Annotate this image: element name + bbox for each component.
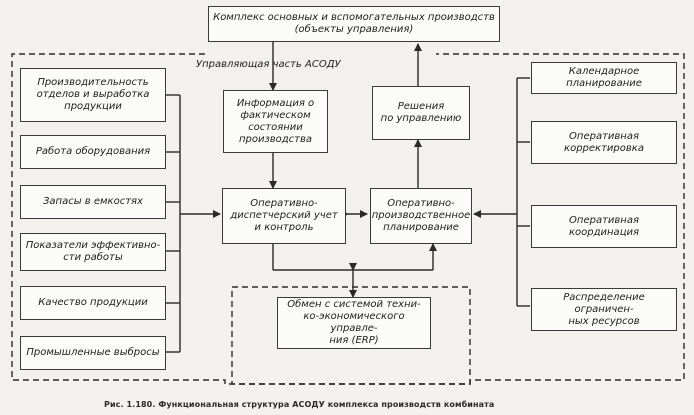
box-equipment: Работа оборудования <box>20 135 166 169</box>
box-dispatch: Оперативно- диспетчерский учет и контрол… <box>222 188 346 244</box>
box-resources: Распределение ограничен- ных ресурсов <box>531 288 677 331</box>
box-coordination: Оперативная координация <box>531 205 677 248</box>
outer-boundary <box>11 53 685 385</box>
outer-label: Управляющая часть АСОДУ <box>196 59 341 70</box>
box-calendar: Календарное планирование <box>531 62 677 94</box>
box-complex: Комплекс основных и вспомогательных прои… <box>208 6 500 42</box>
box-productivity: Производительность отделов и выработка п… <box>20 68 166 122</box>
box-planning: Оперативно- производственное планировани… <box>370 188 472 244</box>
box-correction: Оперативная корректировка <box>531 121 677 164</box>
box-info: Информация о фактическом состоянии произ… <box>223 90 328 153</box>
box-decisions: Решения по управлению <box>372 86 470 140</box>
box-emissions: Промышленные выбросы <box>20 336 166 370</box>
box-erp: Обмен с системой техни- ко-экономическог… <box>277 297 431 349</box>
figure-caption: Рис. 1.180. Функциональная структура АСО… <box>104 400 495 409</box>
box-quality: Качество продукции <box>20 286 166 320</box>
box-stocks: Запасы в емкостях <box>20 185 166 219</box>
erp-boundary <box>231 286 471 385</box>
box-efficiency: Показатели эффективно- сти работы <box>20 233 166 271</box>
